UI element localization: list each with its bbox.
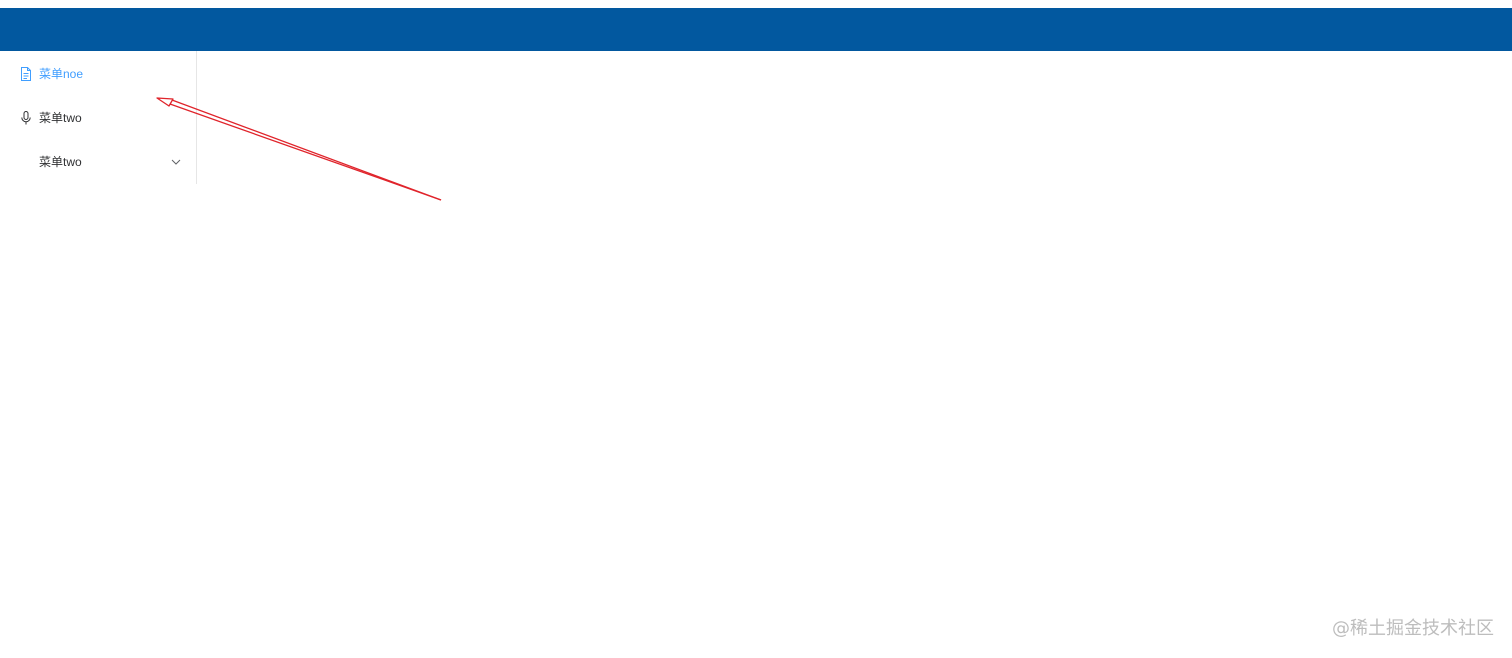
microphone-icon [19,111,33,125]
sidebar-item-menu-one[interactable]: 菜单noe [0,52,196,96]
app-header [0,8,1512,51]
watermark: @稀土掘金技术社区 [1332,618,1494,639]
sidebar-submenu-label: 菜单two [39,155,82,169]
document-icon [19,67,33,81]
sidebar-menu: 菜单noe 菜单two 菜单two [0,51,197,184]
sidebar-item-label: 菜单two [39,111,82,125]
sidebar-submenu-two[interactable]: 菜单two [0,140,196,184]
chevron-down-icon[interactable] [170,156,182,168]
top-strip [0,0,1512,8]
sidebar-item-menu-two[interactable]: 菜单two [0,96,196,140]
sidebar-item-label: 菜单noe [39,67,84,81]
